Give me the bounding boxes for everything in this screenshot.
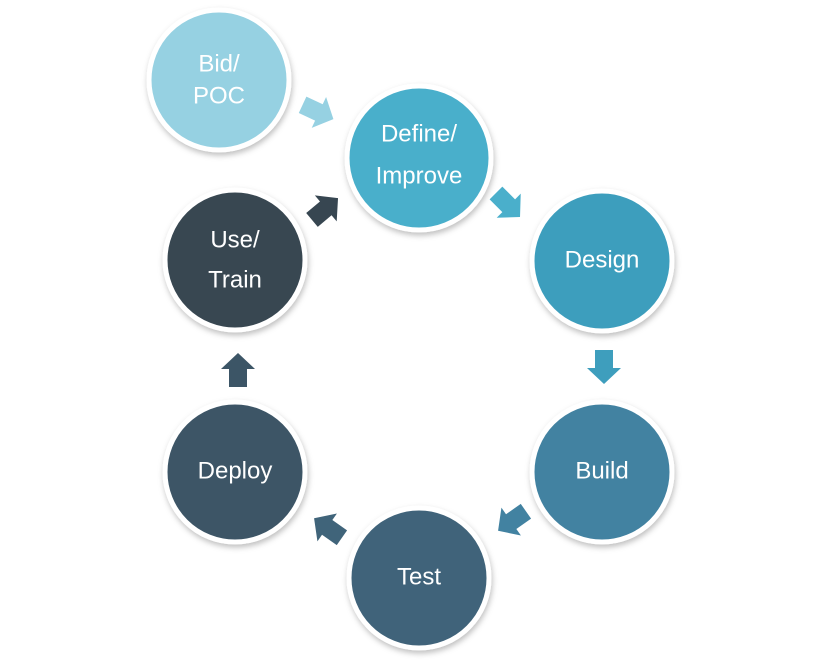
arrow-build-to-test <box>498 503 532 536</box>
node-define-improve-label-line2: Improve <box>376 162 463 189</box>
node-test-label: Test <box>397 563 441 590</box>
node-define-improve: Define/ Improve <box>344 83 494 233</box>
node-deploy-label: Deploy <box>198 457 273 484</box>
arrow-use-to-define <box>306 195 339 227</box>
arrow-deploy-to-use <box>221 353 255 387</box>
node-design: Design <box>529 188 675 334</box>
node-deploy: Deploy <box>162 399 308 545</box>
arrow-design-to-build <box>587 350 621 384</box>
node-bid-poc-label-line2: POC <box>193 82 245 109</box>
arrow-test-to-deploy <box>314 513 348 546</box>
node-build-label: Build <box>575 457 628 484</box>
node-use-train: Use/ Train <box>162 187 308 333</box>
node-define-improve-label-line1: Define/ <box>381 120 457 147</box>
node-use-train-label-line1: Use/ <box>210 226 260 253</box>
node-design-label: Design <box>565 246 640 273</box>
node-use-train-label-line2: Train <box>208 266 262 293</box>
node-build: Build <box>529 399 675 545</box>
arrow-define-to-design <box>489 186 521 218</box>
node-bid-poc-label-line1: Bid/ <box>198 50 240 77</box>
node-bid-poc: Bid/ POC <box>146 7 292 153</box>
arrow-bid-to-define <box>298 96 334 128</box>
node-test: Test <box>346 505 492 651</box>
